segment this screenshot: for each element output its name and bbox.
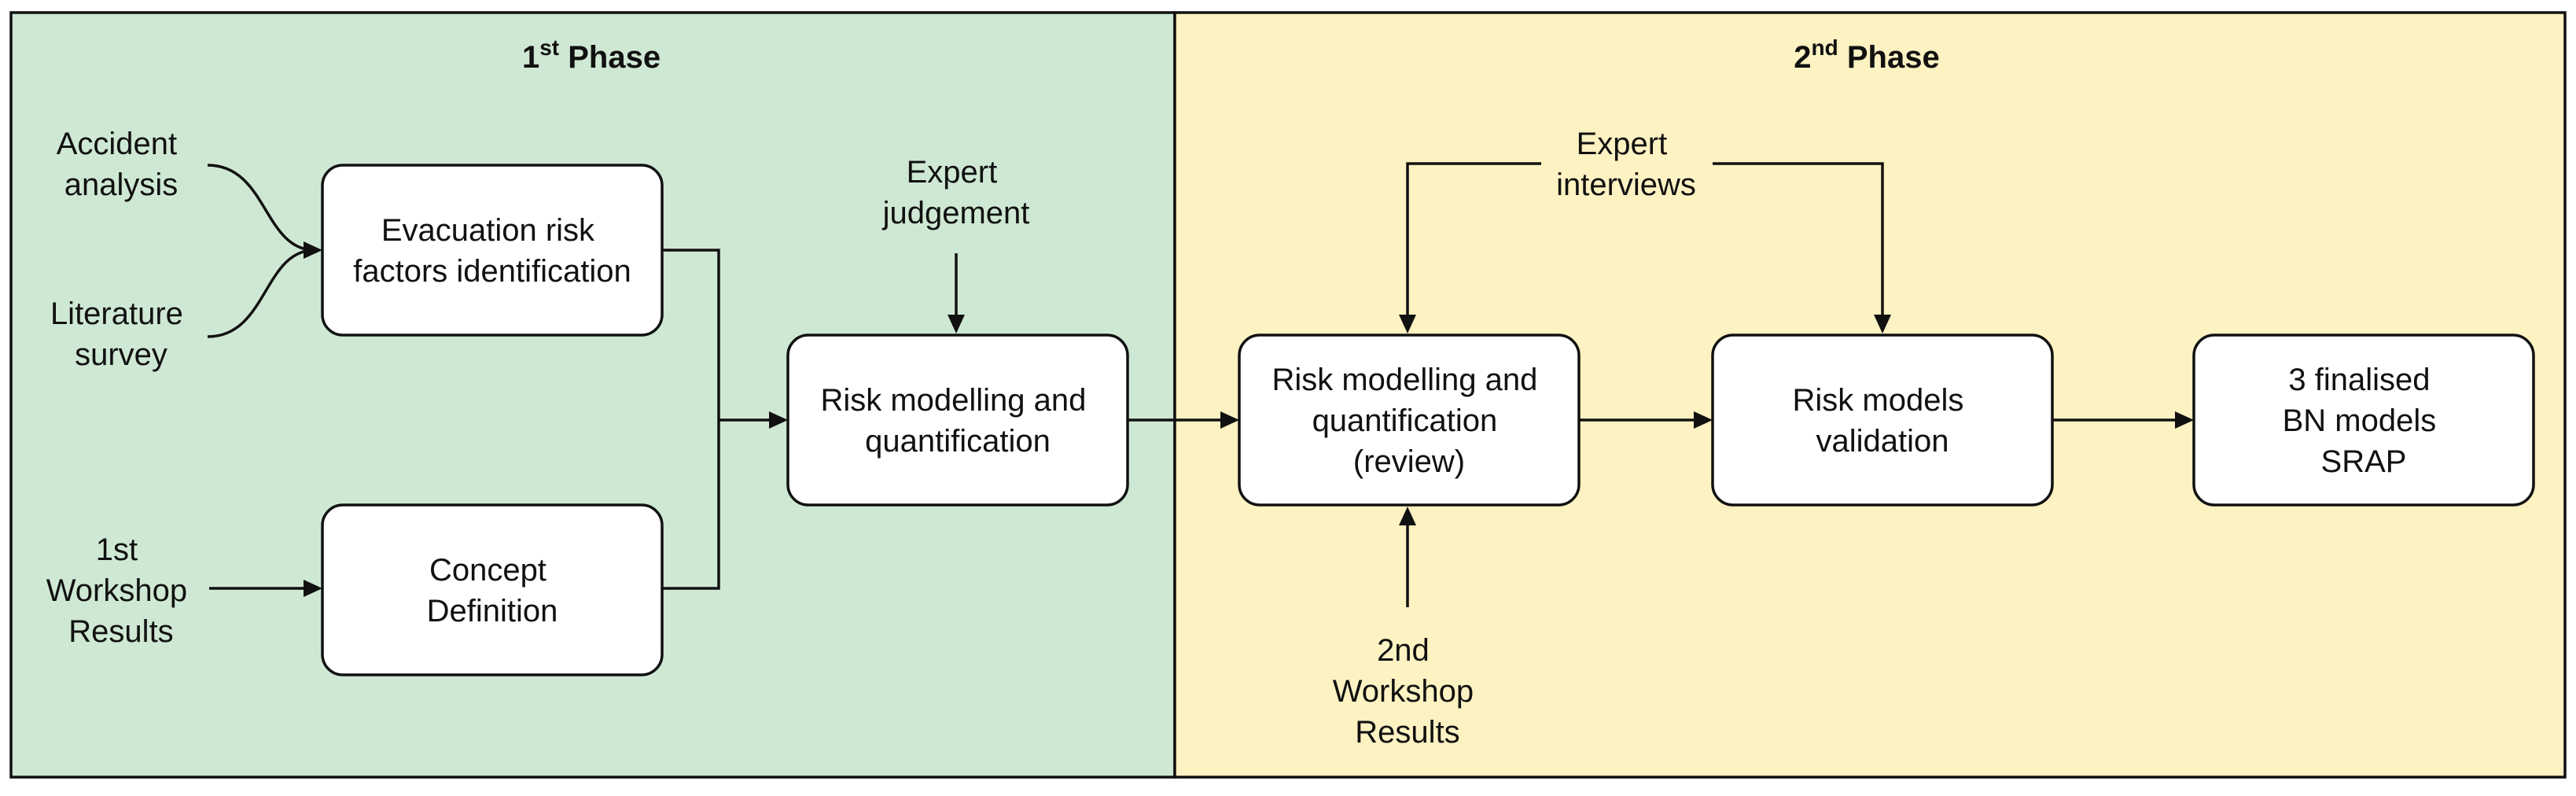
expert-judgement-line: judgement: [882, 196, 1030, 230]
workshop-1-line: Results: [68, 614, 173, 649]
expert-judgement-line: Expert: [907, 155, 998, 190]
final-models-label-line: BN models: [2283, 404, 2437, 438]
expert-interviews-line: interviews: [1556, 168, 1696, 202]
risk-modelling-label-line: Risk modelling and: [820, 383, 1086, 418]
arrowhead: [1220, 411, 1239, 429]
final-models-label: 3 finalised BN models SRAP: [2283, 363, 2445, 479]
arrowhead: [1399, 507, 1416, 525]
workshop-1-line: Workshop: [46, 573, 187, 608]
concept-box: [321, 503, 664, 676]
phase-1-heading: 1st Phase: [522, 35, 661, 75]
evacuation-box: [321, 164, 664, 337]
risk-review-label-line: (review): [1353, 444, 1465, 479]
validation-label-line: Risk models: [1793, 383, 1964, 418]
expert-interviews-label: Expert interviews: [1556, 127, 1696, 202]
edge-accident-to-evacuation: [207, 164, 315, 252]
phase-1-ordinal: st: [539, 35, 559, 60]
edge-concept-merge: [662, 420, 720, 590]
expert-interviews-line: Expert: [1577, 127, 1668, 161]
phase-1-word: Phase: [559, 40, 661, 75]
arrowhead: [1399, 315, 1416, 334]
evacuation-label-line: Evacuation risk: [381, 213, 595, 248]
risk-review-box: [1238, 334, 1581, 507]
literature-survey-line: survey: [75, 337, 167, 372]
literature-survey-label: Literature survey: [50, 297, 192, 372]
accident-analysis-line: Accident: [57, 127, 177, 161]
arrowhead: [1874, 315, 1891, 334]
evacuation-label-line: factors identification: [353, 254, 631, 289]
phase-2-heading: 2nd Phase: [1794, 35, 1939, 75]
arrowhead: [304, 241, 322, 259]
workshop-2-line: Results: [1355, 715, 1459, 750]
risk-modelling-box: [786, 334, 1129, 507]
workshop-2-line: Workshop: [1333, 674, 1474, 709]
workshop-1-line: 1st: [96, 533, 138, 567]
risk-modelling-label-line: quantification: [865, 424, 1051, 459]
arrowhead: [1694, 411, 1713, 429]
edge-literature-to-evacuation: [207, 249, 315, 338]
edge-evacuation-merge: [662, 249, 720, 420]
validation-label-line: validation: [1816, 424, 1949, 459]
final-models-label-line: SRAP: [2321, 444, 2407, 479]
edge-interviews-to-validation: [1713, 162, 1884, 319]
risk-modelling-label: Risk modelling and quantification: [820, 383, 1095, 459]
concept-label: Concept Definition: [427, 553, 558, 628]
final-models-box: [2192, 334, 2535, 507]
accident-analysis-line: analysis: [64, 168, 178, 202]
expert-judgement-label: Expert judgement: [882, 155, 1030, 230]
evacuation-label: Evacuation risk factors identification: [353, 213, 631, 289]
concept-label-line: Definition: [427, 594, 558, 628]
workshop-1-label: 1st Workshop Results: [46, 533, 196, 649]
risk-review-label: Risk modelling and quantification (revie…: [1271, 363, 1546, 479]
edge-interviews-to-review: [1406, 162, 1541, 319]
accident-analysis-label: Accident analysis: [57, 127, 186, 202]
concept-label-line: Concept: [429, 553, 546, 588]
validation-label: Risk models validation: [1793, 383, 1973, 459]
arrowhead: [2175, 411, 2194, 429]
process-boxes: [321, 164, 2535, 676]
phase-2-ordinal: nd: [1812, 35, 1838, 60]
phase-1-number: 1: [522, 40, 539, 75]
arrowhead: [304, 580, 322, 597]
risk-review-label-line: quantification: [1312, 404, 1498, 438]
phase-2-number: 2: [1794, 40, 1811, 75]
arrowhead: [948, 315, 965, 334]
workshop-2-label: 2nd Workshop Results: [1333, 633, 1482, 750]
final-models-label-line: 3 finalised: [2288, 363, 2430, 397]
arrowhead: [769, 411, 788, 429]
validation-box: [1711, 334, 2054, 507]
risk-review-label-line: Risk modelling and: [1271, 363, 1537, 397]
workshop-2-line: 2nd: [1377, 633, 1430, 668]
literature-survey-line: Literature: [50, 297, 183, 331]
phase-2-word: Phase: [1838, 40, 1940, 75]
connectors: [207, 162, 2194, 607]
